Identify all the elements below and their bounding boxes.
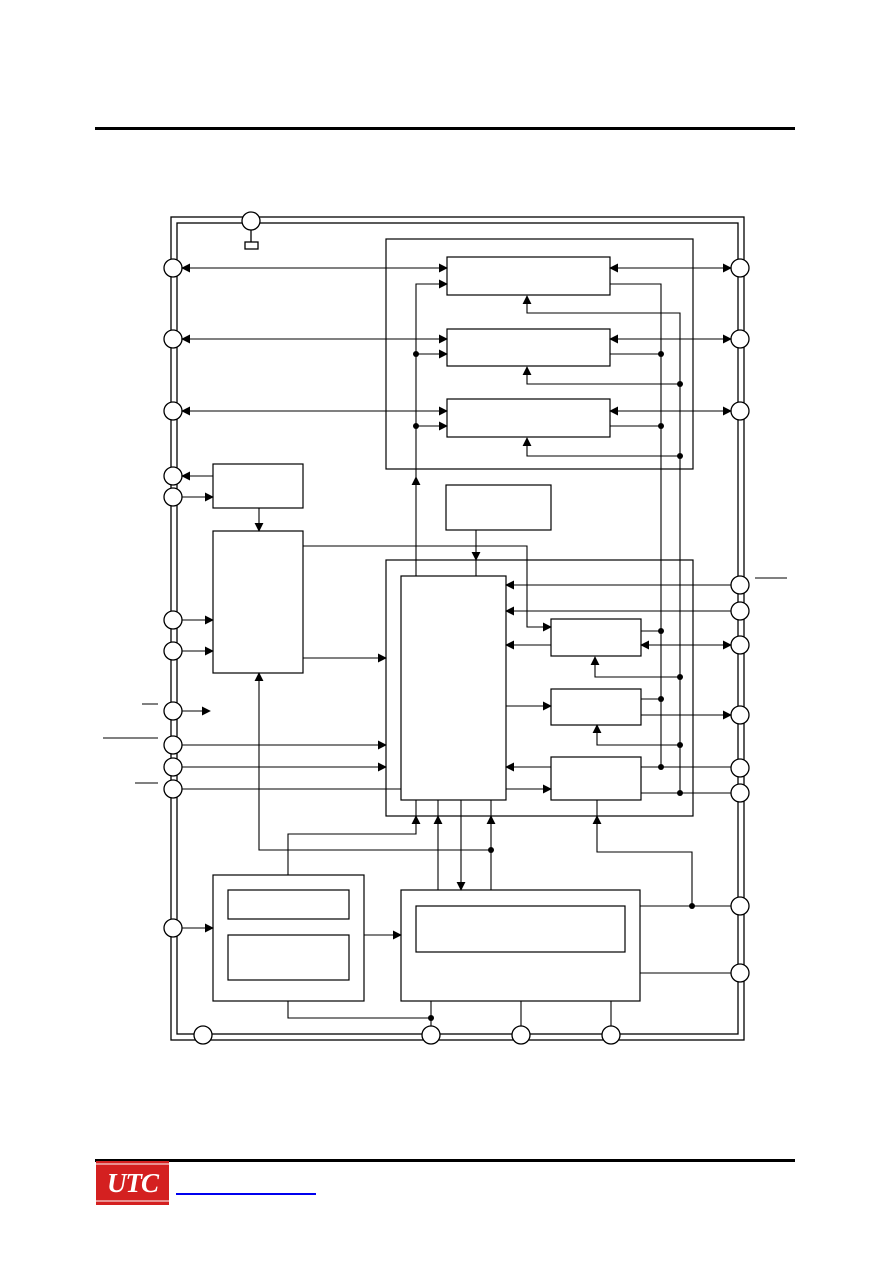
pin-bottom-4 bbox=[601, 1025, 621, 1045]
header-rule bbox=[95, 127, 795, 130]
pin-right-7 bbox=[730, 705, 750, 725]
pin-right-1 bbox=[730, 258, 750, 278]
package-outline bbox=[170, 216, 745, 1041]
block-frames bbox=[212, 238, 694, 1002]
logo-text: UTC bbox=[107, 1168, 159, 1198]
power-block bbox=[212, 874, 365, 1002]
port-block-2 bbox=[446, 328, 611, 367]
pin-right-11 bbox=[730, 963, 750, 983]
pin-left-3 bbox=[163, 401, 183, 421]
pins-right bbox=[730, 258, 750, 983]
pin-left-9 bbox=[163, 735, 183, 755]
pin-bottom-2 bbox=[421, 1025, 441, 1045]
pin-left-10 bbox=[163, 757, 183, 777]
timer-block-2 bbox=[550, 688, 642, 726]
port-block-3 bbox=[446, 398, 611, 438]
pin-right-5 bbox=[730, 601, 750, 621]
power-sub-1 bbox=[227, 889, 350, 920]
ground-symbol bbox=[244, 241, 259, 250]
pins-bottom bbox=[193, 1025, 621, 1045]
pin-right-8 bbox=[730, 758, 750, 778]
pin-bottom-3 bbox=[511, 1025, 531, 1045]
control-sub bbox=[415, 905, 626, 953]
pin-right-4 bbox=[730, 575, 750, 595]
pin-left-11 bbox=[163, 779, 183, 799]
port-group-frame bbox=[385, 238, 694, 470]
pin-right-3 bbox=[730, 401, 750, 421]
signal-lines bbox=[181, 263, 732, 1026]
power-sub-2 bbox=[227, 934, 350, 981]
port-block-1 bbox=[446, 256, 611, 296]
pin-left-1 bbox=[163, 258, 183, 278]
memory-block bbox=[445, 484, 552, 531]
logic-block bbox=[212, 530, 304, 674]
pin-right-6 bbox=[730, 635, 750, 655]
clock-block bbox=[212, 463, 304, 509]
top-pin-group bbox=[241, 211, 261, 250]
pin-left-2 bbox=[163, 329, 183, 349]
cpu-core bbox=[400, 575, 507, 801]
pin-right-10 bbox=[730, 896, 750, 916]
timer-block-1 bbox=[550, 618, 642, 657]
pin-left-6 bbox=[163, 610, 183, 630]
utc-logo bbox=[96, 1161, 169, 1205]
pin-right-9 bbox=[730, 783, 750, 803]
pin-top bbox=[241, 211, 261, 231]
pins-left bbox=[163, 258, 183, 938]
pin-left-5 bbox=[163, 487, 183, 507]
pin-left-7 bbox=[163, 641, 183, 661]
overbars bbox=[103, 577, 787, 784]
cpu-group-frame bbox=[385, 559, 694, 817]
footer-rule bbox=[95, 1159, 795, 1162]
pin-left-12 bbox=[163, 918, 183, 938]
timer-block-3 bbox=[550, 756, 642, 801]
control-block bbox=[400, 889, 641, 1002]
pin-left-8 bbox=[163, 701, 183, 721]
junction-dots bbox=[413, 351, 695, 1021]
pin-left-4 bbox=[163, 466, 183, 486]
footer-link[interactable] bbox=[176, 1193, 316, 1195]
pin-bottom-1 bbox=[193, 1025, 213, 1045]
pin-right-2 bbox=[730, 329, 750, 349]
